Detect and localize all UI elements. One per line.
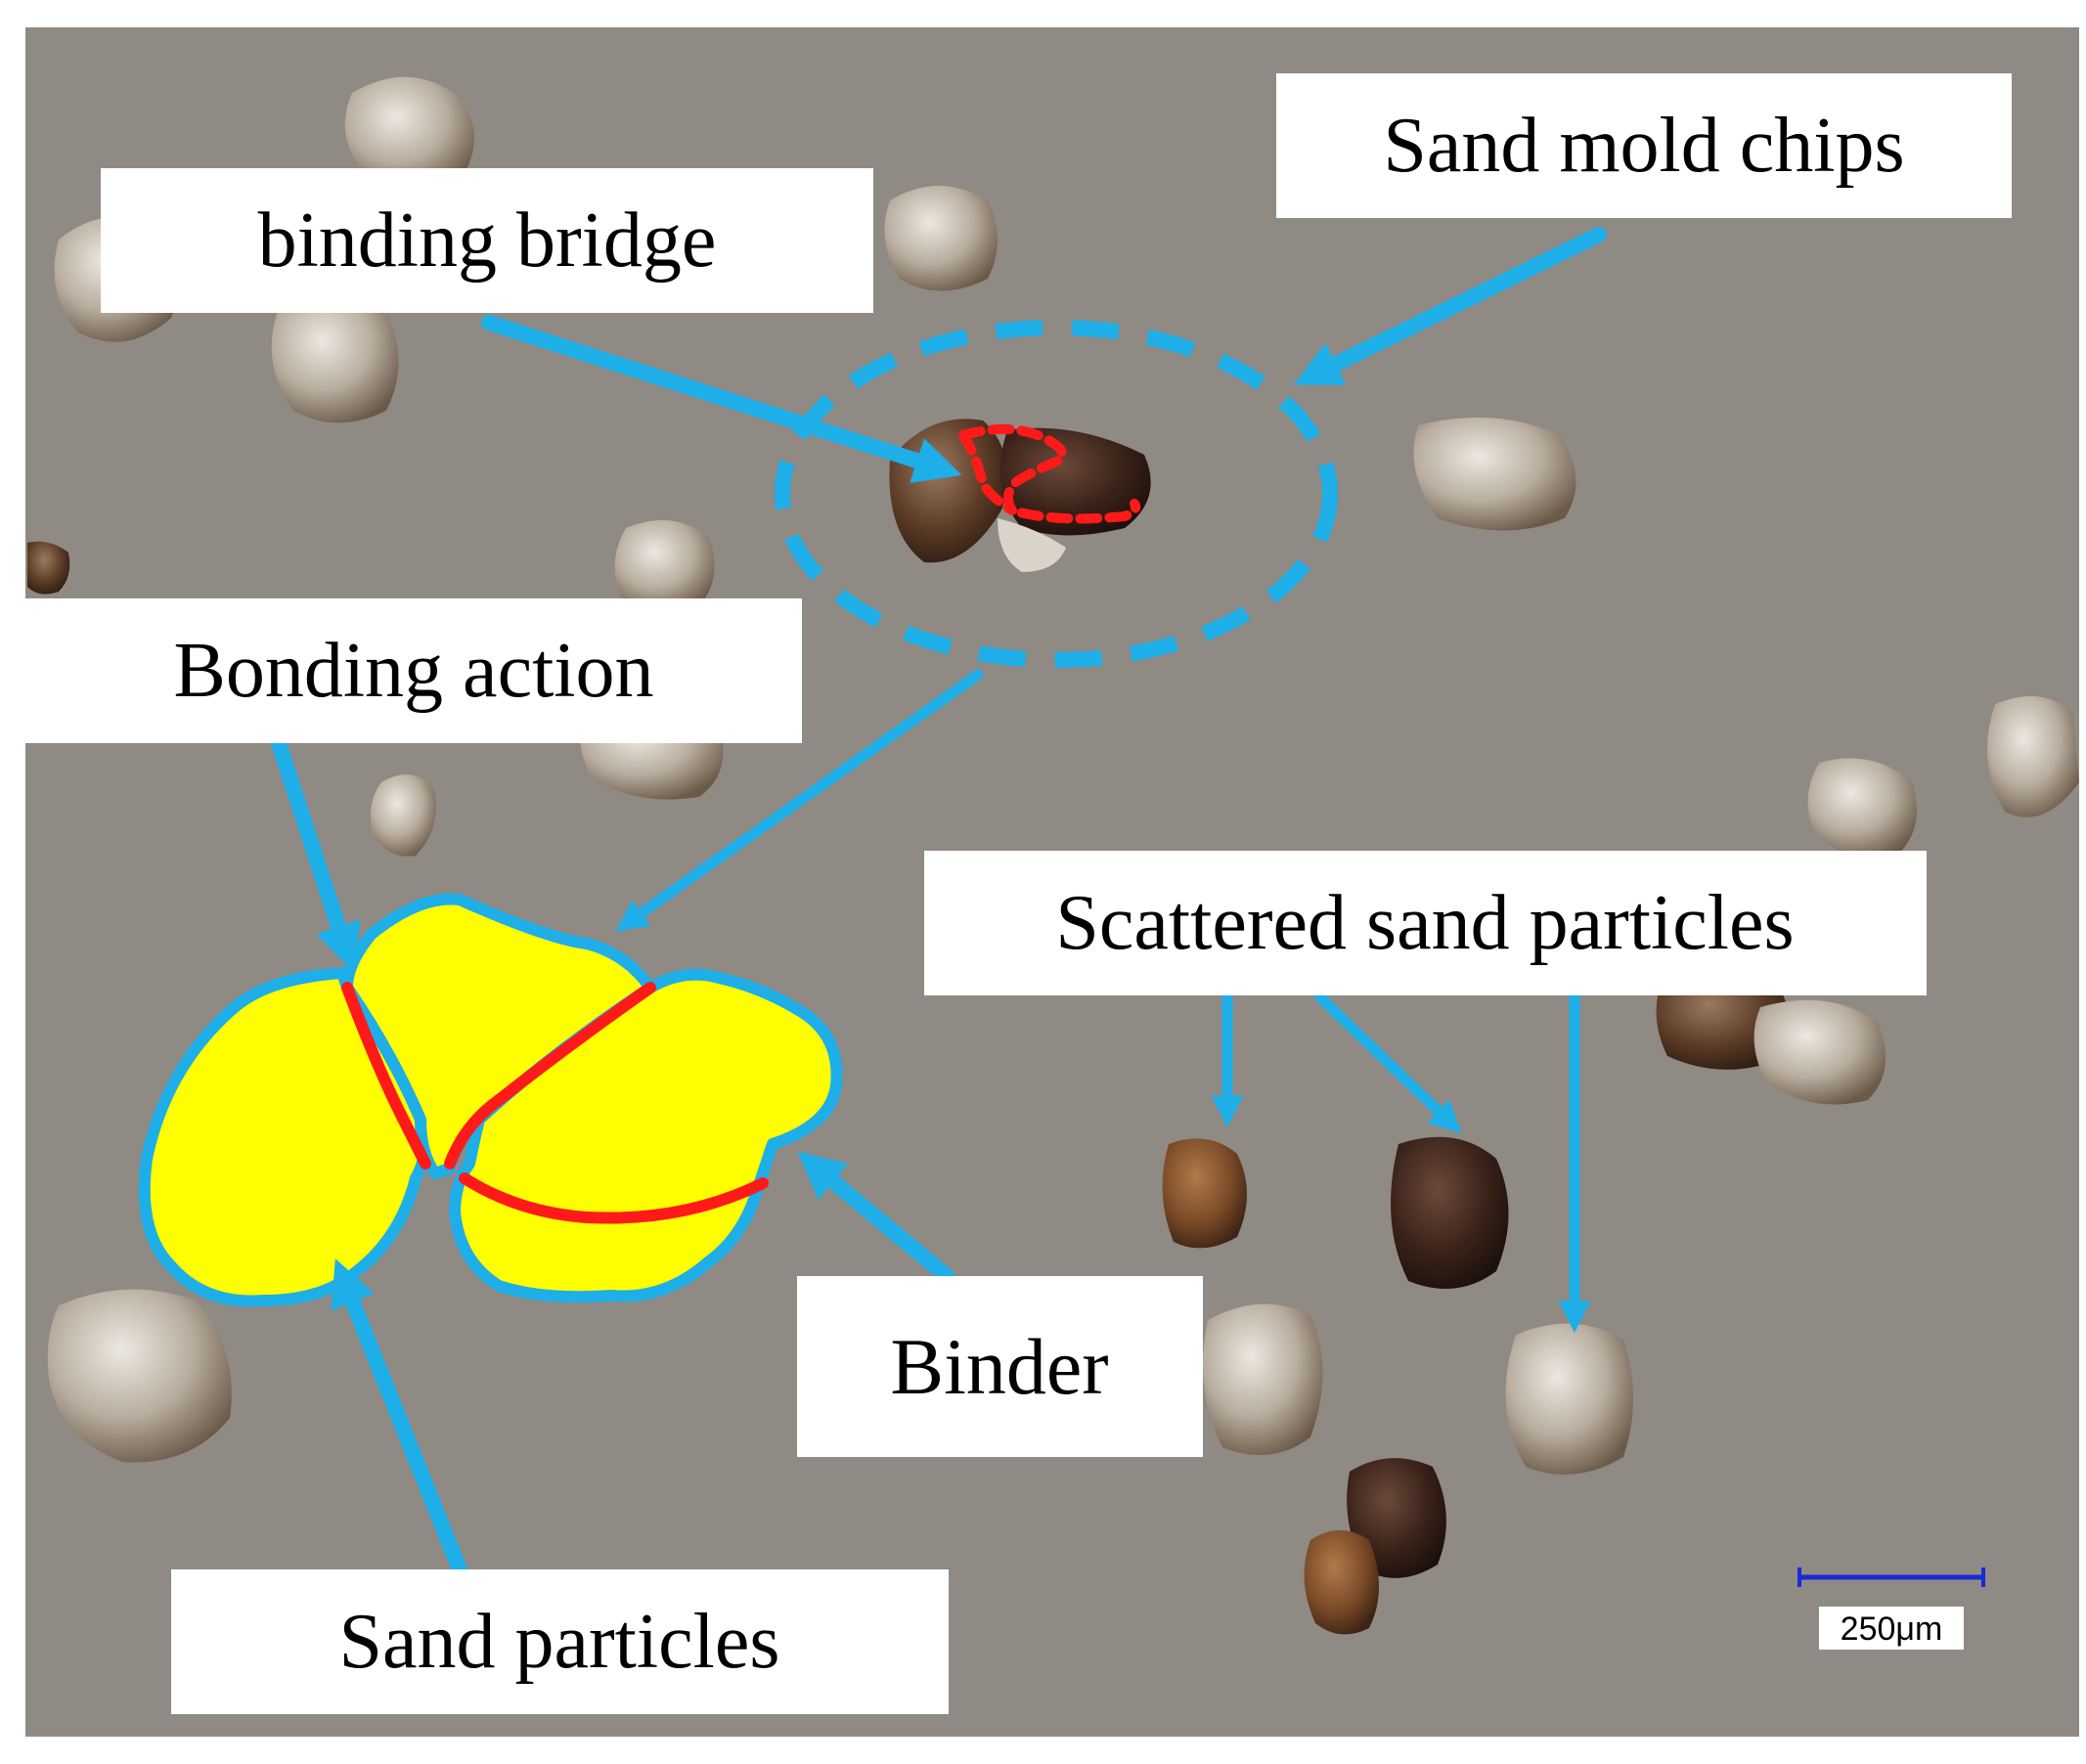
label-box [924, 851, 1927, 995]
binding-bridge-outline [958, 430, 1017, 515]
label-bonding-action: Bonding action [25, 598, 802, 743]
label-sand-mold-chips: Sand mold chips [1276, 73, 2012, 218]
binder-line [341, 982, 431, 1169]
sand-grain [1413, 418, 1576, 531]
sand-grain [47, 1289, 232, 1463]
sand-mold-chip-grain [998, 518, 1066, 572]
label-binder: Binder [797, 1276, 1203, 1457]
sand-mold-chip-highlight [775, 320, 1338, 668]
label-sand-particles: Sand particles [171, 1569, 949, 1714]
binding-bridge-outline [958, 423, 1141, 524]
sand-grain [344, 76, 474, 193]
label-text: Sand mold chips [1383, 103, 1904, 189]
sand-grain [1304, 1530, 1379, 1635]
label-text: Sand particles [339, 1599, 780, 1685]
label-box [1276, 73, 2012, 218]
sand-grain [614, 520, 715, 612]
sand-grain [1162, 1138, 1247, 1249]
sand-grain [27, 541, 70, 595]
sand-grain [1203, 1303, 1323, 1455]
arrow-sand-mold-chips [1293, 227, 1607, 385]
scale-bar-label: 250μm [1841, 1610, 1943, 1648]
sand-grain [1391, 1136, 1509, 1289]
label-text: binding bridge [258, 198, 717, 284]
sand-grain [1753, 999, 1886, 1105]
label-box [25, 598, 802, 743]
sand-grain [1987, 696, 2079, 817]
scale-bar: 250μm [1798, 1567, 1985, 1650]
arrow-binder [797, 1151, 954, 1284]
sand-grain [370, 774, 436, 857]
binder-line [459, 1172, 769, 1224]
label-binding-bridge: binding bridge [101, 168, 873, 313]
sand-grain [1807, 758, 1917, 859]
binder-line [444, 982, 656, 1169]
label-box [101, 168, 873, 313]
label-scattered-sand-particles: Scattered sand particles [924, 851, 1927, 995]
schematic-sand-particles [138, 893, 843, 1307]
sand-grain [884, 186, 998, 291]
scale-bar-label-box [1819, 1607, 1964, 1650]
label-text: Scattered sand particles [1055, 880, 1794, 966]
label-box [797, 1276, 1203, 1457]
arrow-bonding-action [271, 735, 361, 972]
arrow-chip-to-schematic [615, 669, 984, 932]
sand-grain [271, 296, 399, 423]
sand-mold-chip-grain [999, 427, 1151, 536]
arrow-scattered-2 [1314, 992, 1462, 1134]
label-text: Binder [890, 1322, 1108, 1411]
annotation-arrows [271, 227, 1607, 1577]
label-box [171, 1569, 949, 1714]
label-text: Bonding action [173, 628, 653, 714]
sand-grain [1505, 1323, 1633, 1475]
arrow-binding-bridge [481, 315, 962, 483]
arrow-sand-particles [331, 1258, 467, 1577]
